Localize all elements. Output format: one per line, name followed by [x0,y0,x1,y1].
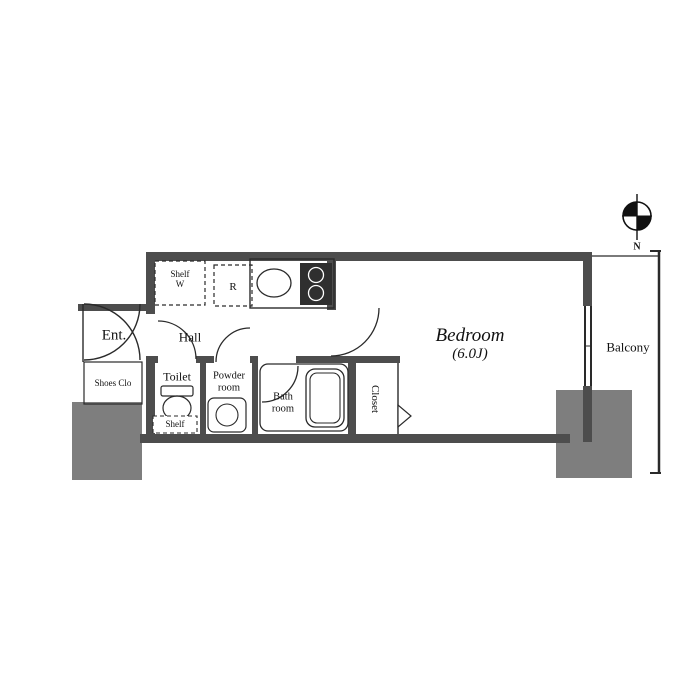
wall-left-upper [146,252,155,314]
unit-bath-outline [259,363,349,432]
toilet-door-arc [157,320,197,360]
bathtub-outer [305,368,345,428]
toilet-tank [160,385,194,397]
closet-label: Closet [369,384,382,414]
shelf-w-label: Shelf W [170,268,190,289]
bath-room-fixtures [259,363,349,432]
bedroom-door-arc [330,307,380,357]
shoes-closet-box [83,361,143,405]
hall-label: Hall [178,329,202,345]
wall-toilet-powder [200,356,206,434]
wall-bottom [140,434,570,443]
wall-right-lower [583,386,592,442]
refrigerator-label: R [229,280,237,293]
wall-entrance-top [78,304,154,311]
closet-front [397,363,412,434]
wall-hall-stub-left [146,356,158,363]
wall-right-upper [583,252,592,306]
stove-burner-top [307,266,325,284]
closet-door-marker [397,403,412,429]
kitchen-counter [249,258,335,309]
vanity-sink-basin [215,403,239,427]
kitchen [154,258,335,309]
wall-left-lower [146,356,155,443]
shoes-closet-label: Shoes Clo [94,377,132,388]
toilet-shelf-box [152,415,198,434]
powder-door-arc [215,327,251,363]
kitchen-sink [256,268,292,298]
compass-north-label: N [633,241,641,253]
bedroom-label: Bedroom (6.0J) [435,324,505,363]
balcony-window [584,306,592,386]
wall-powder-bath [252,356,258,434]
door-arcs [157,307,380,403]
stove [300,263,332,305]
toilet-label: Toilet [163,369,191,384]
toilet-fixtures [152,385,198,434]
toilet-shelf-label: Shelf [165,418,185,429]
powder-room-label: Powder room [212,370,246,393]
stove-burner-bottom [307,284,325,302]
bath-room-label: Bath room [271,391,295,414]
bath-door-arc [261,365,299,403]
powder-room-fixtures [207,397,247,433]
structure-blocks [72,390,632,480]
wall-top [146,252,592,261]
walls [78,252,592,443]
entrance-door [82,303,141,362]
refrigerator-box [213,264,253,307]
wall-bath-closet [348,356,356,434]
entrance-label: Ent. [101,327,127,344]
vanity-sink-cabinet [207,397,247,433]
bathtub-inner [309,372,341,424]
balcony-label: Balcony [606,339,650,355]
balcony-railing [592,250,661,474]
structure-block-left [72,402,142,480]
shelf-w-box [154,260,206,306]
compass-icon [622,194,652,240]
